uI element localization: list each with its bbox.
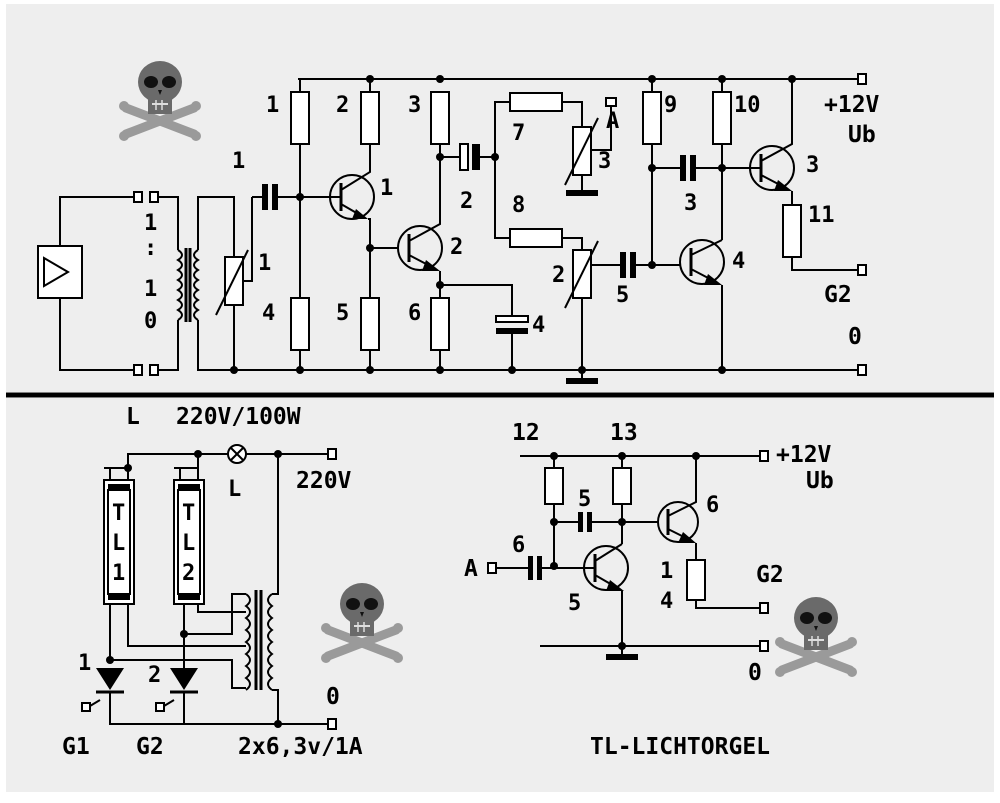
supply-plus-label: +12V [824, 92, 880, 118]
r8-label: 8 [512, 193, 525, 218]
tube1-t: T [112, 501, 125, 526]
t2-label: 2 [450, 235, 463, 260]
ratio-0: 0 [144, 309, 157, 334]
transformer-rating: 2x6,3v/1A [238, 734, 363, 760]
lamp-driver-circuit [81, 444, 337, 730]
diagram-title: TL-LICHTORGEL [590, 734, 770, 760]
ratio-1b: 1 [144, 277, 157, 302]
lamp-rating: 220V/100W [176, 404, 301, 430]
c3-label: 3 [684, 191, 697, 216]
driver-stage-circuit [487, 450, 769, 660]
c1-label: 1 [232, 149, 245, 174]
r7-label: 7 [512, 121, 525, 146]
tube2-t: T [182, 501, 195, 526]
r5-label: 5 [336, 301, 349, 326]
top-labels: 1 : 1 0 1 1 1 4 2 5 1 3 6 2 2 4 7 8 A 3 … [144, 92, 880, 350]
r12-label: 12 [512, 420, 540, 446]
gain-out-label: G2 [824, 282, 852, 308]
r3-label: 3 [408, 93, 421, 118]
c5-label: 5 [616, 283, 629, 308]
c5b-label: 5 [578, 487, 591, 512]
r4-label: 4 [262, 301, 275, 326]
g2-label: G2 [136, 734, 164, 760]
ground-label: 0 [848, 324, 862, 350]
t3-label: 3 [806, 153, 819, 178]
tube1-1: 1 [112, 561, 125, 586]
r11-label: 11 [808, 203, 835, 228]
r6-label: 6 [408, 301, 421, 326]
mains-label: 220V [296, 468, 352, 494]
zero-label: 0 [326, 684, 340, 710]
c2-label: 2 [460, 189, 473, 214]
driver-stage-labels: 12 13 5 6 5 6 1 4 A +12V Ub G2 0 TL-LICH… [464, 420, 834, 760]
ratio-colon: : [144, 236, 157, 261]
t1-label: 1 [380, 176, 393, 201]
tube2-l: L [182, 531, 195, 556]
top-amplifier-circuit [37, 73, 867, 384]
diode2-label: 2 [148, 663, 161, 688]
pot2-label: 2 [552, 263, 565, 288]
r10-label: 10 [734, 93, 761, 118]
r1-label: 1 [266, 93, 279, 118]
r9-label: 9 [664, 93, 677, 118]
pot3-label: 3 [598, 149, 611, 174]
input-a2-label: A [464, 556, 478, 582]
zero2-label: 0 [748, 660, 762, 686]
lamp-label: L [126, 404, 140, 430]
c4-label: 4 [532, 313, 545, 338]
t6-label: 6 [706, 493, 719, 518]
c6-label: 6 [512, 533, 525, 558]
r14-1: 1 [660, 559, 673, 584]
supply-plus2-label: +12V [776, 442, 832, 468]
input-a-label: A [606, 109, 619, 134]
r2-label: 2 [336, 93, 349, 118]
t5-label: 5 [568, 591, 581, 616]
diode1-label: 1 [78, 651, 91, 676]
lamp-driver-labels: L 220V/100W 220V L T L 1 T L 2 1 2 G1 G2… [62, 404, 363, 760]
ratio-1: 1 [144, 211, 157, 236]
tube1-l: L [112, 531, 125, 556]
supply-ub2-label: Ub [806, 468, 834, 494]
g1-label: G1 [62, 734, 90, 760]
r14-4: 4 [660, 589, 673, 614]
tube2-2: 2 [182, 561, 195, 586]
t4-label: 4 [732, 249, 745, 274]
gain-out2-label: G2 [756, 562, 784, 588]
r13-label: 13 [610, 420, 638, 446]
supply-ub-label: Ub [848, 122, 876, 148]
lamp-mark: L [228, 477, 241, 502]
pot1-label: 1 [258, 251, 271, 276]
